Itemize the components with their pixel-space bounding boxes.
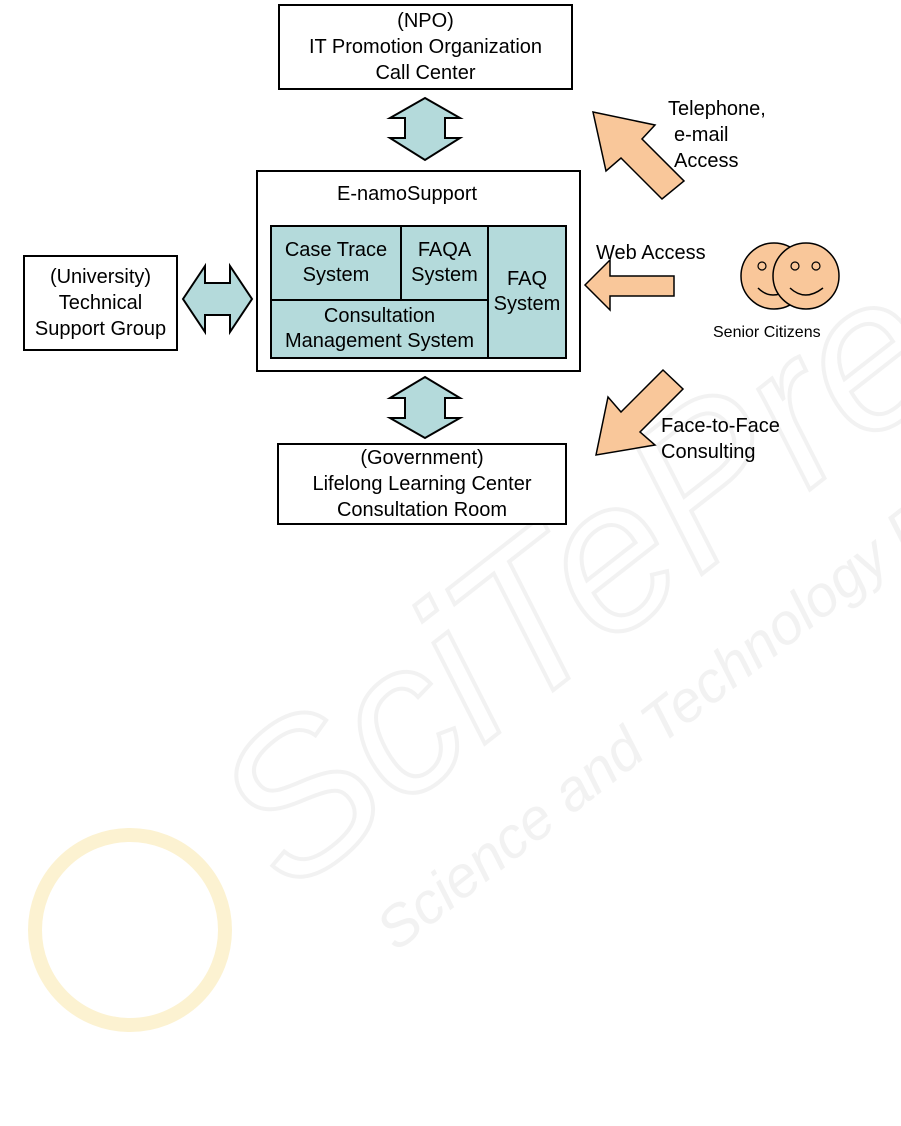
faqa-system: FAQA System <box>400 225 489 301</box>
faqa-line1: FAQA <box>417 239 472 261</box>
web-access-label: Web Access <box>596 242 706 264</box>
government-line2: Lifelong Learning Center <box>312 473 532 495</box>
npo-line3: Call Center <box>375 62 476 84</box>
telephone-line1: Telephone, <box>668 98 766 120</box>
double-arrow-top <box>386 96 464 162</box>
npo-line2: IT Promotion Organization <box>308 36 543 58</box>
face-line2: Consulting <box>661 441 756 463</box>
faq-line1: FAQ <box>506 268 547 290</box>
enamo-support-title: E-namoSupport <box>337 183 478 205</box>
university-support-box: (University) Technical Support Group <box>23 255 178 351</box>
npo-call-center-box: (NPO) IT Promotion Organization Call Cen… <box>278 4 573 90</box>
consultation-management-system: Consultation Management System <box>270 299 489 359</box>
double-arrow-left <box>181 262 254 336</box>
university-line3: Support Group <box>34 318 167 340</box>
telephone-line2: e-mail <box>674 124 729 146</box>
senior-citizens-label: Senior Citizens <box>713 324 821 341</box>
faq-system: FAQ System <box>487 225 567 359</box>
face-line1: Face-to-Face <box>661 415 780 437</box>
consultation-line1: Consultation <box>323 305 436 327</box>
arrow-web-access <box>583 258 675 312</box>
arrow-telephone <box>592 111 686 201</box>
government-line3: Consultation Room <box>336 499 508 521</box>
watermark-ring <box>28 828 232 1032</box>
case-trace-line2: System <box>302 264 370 286</box>
senior-citizens-icon <box>740 242 840 310</box>
case-trace-system: Case Trace System <box>270 225 402 301</box>
university-line2: Technical <box>58 292 143 314</box>
faqa-line2: System <box>411 264 478 286</box>
university-line1: (University) <box>49 266 152 288</box>
double-arrow-bottom <box>386 375 464 440</box>
government-consultation-box: (Government) Lifelong Learning Center Co… <box>277 443 567 525</box>
government-line1: (Government) <box>360 447 484 469</box>
consultation-line2: Management System <box>285 330 474 352</box>
faq-line2: System <box>493 293 561 315</box>
case-trace-line1: Case Trace <box>284 239 388 261</box>
telephone-access-label: Telephone, e-mail Access <box>668 96 766 174</box>
arrow-face-to-face <box>595 368 685 456</box>
npo-line1: (NPO) <box>397 10 454 32</box>
telephone-line3: Access <box>674 150 739 172</box>
face-to-face-label: Face-to-Face Consulting <box>661 413 780 465</box>
